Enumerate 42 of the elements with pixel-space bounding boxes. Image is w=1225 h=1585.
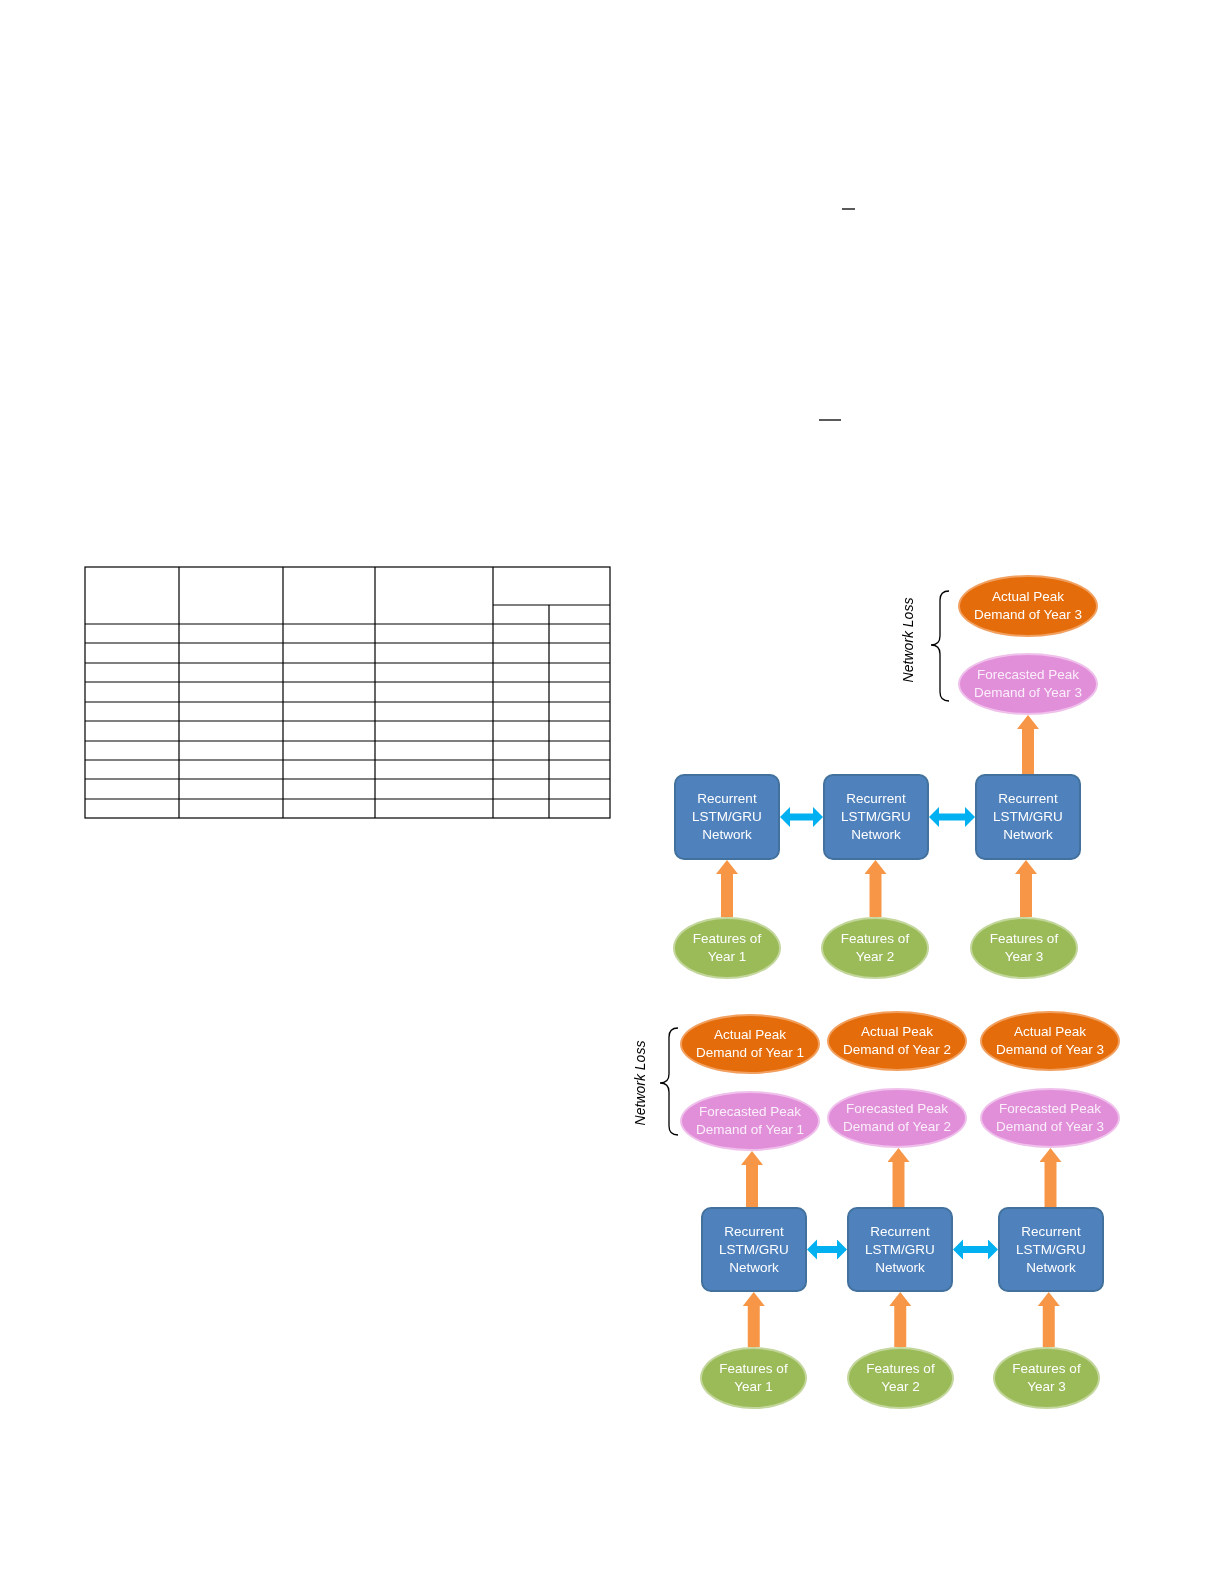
node-label: Actual Peak Demand of Year 2: [841, 1023, 953, 1059]
double-arrow: [807, 1239, 847, 1260]
arrow: [1039, 1148, 1062, 1207]
node-label: Recurrent LSTM/GRU Network: [992, 790, 1064, 844]
node-label: Actual Peak Demand of Year 3: [972, 588, 1084, 624]
double-arrow: [953, 1239, 998, 1260]
node-label: Features of Year 1: [718, 1360, 789, 1396]
node-label: Forecasted Peak Demand of Year 1: [694, 1103, 806, 1139]
network-box: [823, 774, 929, 860]
node-label: Forecasted Peak Demand of Year 3: [994, 1100, 1106, 1136]
arrow: [716, 860, 738, 917]
node-label: Features of Year 2: [865, 1360, 936, 1396]
node-label: Actual Peak Demand of Year 3: [994, 1023, 1106, 1059]
node-label: Features of Year 1: [691, 930, 763, 966]
node-label: Recurrent LSTM/GRU Network: [718, 1222, 790, 1277]
node-label: Recurrent LSTM/GRU Network: [840, 790, 912, 844]
arrow: [887, 1148, 910, 1207]
node-label: Forecasted Peak Demand of Year 3: [972, 666, 1084, 702]
double-arrow: [929, 807, 975, 827]
network-box: [674, 774, 780, 860]
brace-label: Network Loss: [631, 1040, 648, 1126]
node-label: Features of Year 2: [839, 930, 911, 966]
network-box: [998, 1207, 1104, 1292]
arrow: [1015, 860, 1037, 917]
arrow: [1017, 715, 1039, 774]
arrow: [742, 1292, 765, 1347]
network-box: [975, 774, 1081, 860]
network-box: [701, 1207, 807, 1292]
arrow: [741, 1151, 763, 1207]
node-label: Recurrent LSTM/GRU Network: [691, 790, 763, 844]
arrow: [864, 860, 887, 917]
node-label: Forecasted Peak Demand of Year 2: [841, 1100, 953, 1136]
node-label: Actual Peak Demand of Year 1: [694, 1026, 806, 1062]
arrow: [889, 1292, 912, 1347]
node-label: Features of Year 3: [1011, 1360, 1082, 1396]
network-box: [847, 1207, 953, 1292]
arrow: [1037, 1292, 1060, 1347]
node-label: Features of Year 3: [988, 930, 1060, 966]
brace-label: Network Loss: [899, 597, 916, 683]
node-label: Recurrent LSTM/GRU Network: [864, 1222, 936, 1277]
double-arrow: [780, 807, 823, 827]
node-label: Recurrent LSTM/GRU Network: [1015, 1222, 1087, 1277]
